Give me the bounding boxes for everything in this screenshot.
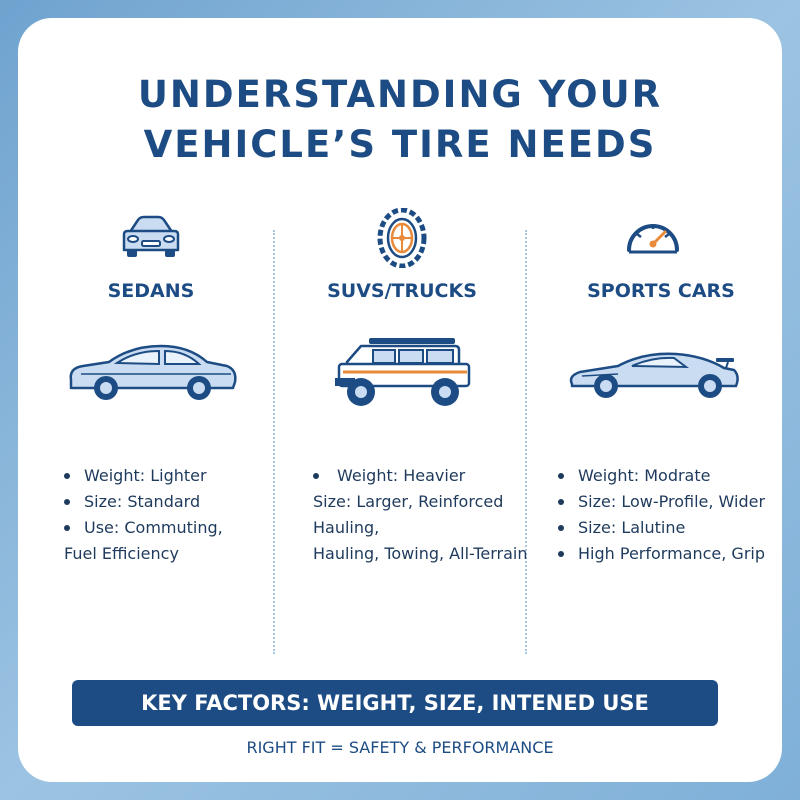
list-item: Hauling, Towing, All-Terrain [313, 544, 528, 563]
tagline: RIGHT FIT = SAFETY & PERFORMANCE [246, 738, 554, 757]
sedan-front-icon [26, 212, 276, 268]
sedans-specs-list: Weight: Lighter Size: Standard Use: Comm… [26, 463, 314, 567]
heading-suvs-trucks: SUVS/TRUCKS [327, 280, 477, 302]
heading-sedans: SEDANS [107, 280, 195, 302]
column-divider-2 [525, 230, 527, 654]
list-item: Use: Commuting, [64, 515, 314, 541]
heading-sports-cars: SPORTS CARS [587, 280, 735, 302]
column-divider-1 [273, 230, 275, 654]
list-item: Weight: Heavier [313, 463, 563, 489]
list-item: Fuel Efficiency [64, 544, 179, 563]
list-item: Hauling, [313, 518, 380, 537]
list-item: Size: Standard [64, 489, 314, 515]
column-sports-cars: SPORTS CARS Weight: Modrate Size: Low-Pr… [528, 208, 778, 648]
list-item: High Performance, Grip [558, 541, 800, 567]
list-item: Size: Lalutine [558, 515, 800, 541]
list-item: Size: Larger, Reinforced [313, 492, 504, 511]
tire-icon [277, 208, 527, 268]
key-factors-banner: KEY FACTORS: WEIGHT, SIZE, INTENED USE [72, 680, 718, 726]
sports-specs-list: Weight: Modrate Size: Low-Profile, Wider… [528, 463, 800, 567]
speedometer-icon [528, 210, 778, 266]
suv-illustration [277, 332, 527, 412]
list-item: Weight: Lighter [64, 463, 314, 489]
list-item: Size: Low-Profile, Wider [558, 489, 800, 515]
infographic-card: UNDERSTANDING YOUR VEHICLE’S TIRE NEEDS … [18, 18, 782, 782]
column-suvs-trucks: SUVS/TRUCKS Weight: Heavier Size: Larger… [277, 208, 527, 648]
column-sedans: SEDANS Weight: Lighter Size: Standard Us… [26, 208, 276, 648]
suvs-specs-list: Weight: Heavier Size: Larger, Reinforced… [277, 463, 563, 567]
title-line-1: UNDERSTANDING YOUR [137, 73, 663, 116]
title-line-2: VEHICLE’S TIRE NEEDS [143, 123, 657, 166]
sedan-illustration [26, 336, 276, 416]
list-item: Weight: Modrate [558, 463, 800, 489]
sports-car-illustration [528, 336, 778, 416]
page-title: UNDERSTANDING YOUR VEHICLE’S TIRE NEEDS [18, 70, 782, 170]
